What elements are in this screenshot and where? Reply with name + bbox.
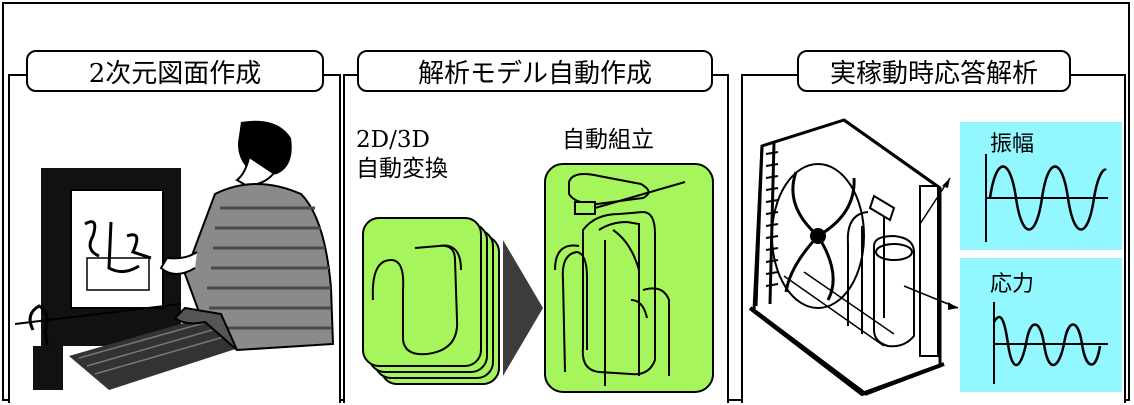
stress-label-text: 応力 <box>990 272 1035 297</box>
panel-title-text: 解析モデル自動作成 <box>417 58 652 89</box>
stress-waveform <box>992 302 1108 384</box>
stress-label: 応力 <box>990 266 1034 298</box>
panel-title-auto-model: 解析モデル自動作成 <box>357 50 713 92</box>
panel-title-2d-drawing: 2次元図面作成 <box>26 50 324 92</box>
designer-at-computer-illustration <box>14 120 335 390</box>
assembly-label: 自動組立 <box>562 126 654 155</box>
panel-title-response-analysis: 実稼動時応答解析 <box>797 50 1071 92</box>
amplitude-label-text: 振幅 <box>990 132 1035 157</box>
outdoor-unit-illustration <box>748 118 959 397</box>
conversion-label-text: 2D/3D 自動変換 <box>356 127 448 182</box>
stress-waveform-box <box>960 258 1122 392</box>
model-conversion-illustration <box>362 163 714 393</box>
amplitude-label: 振幅 <box>990 126 1034 158</box>
conversion-label: 2D/3D 自動変換 <box>356 126 448 184</box>
amplitude-waveform <box>985 154 1108 242</box>
assembly-label-text: 自動組立 <box>562 127 654 153</box>
panel-title-text: 実稼動時応答解析 <box>829 58 1038 89</box>
panel-title-text: 2次元図面作成 <box>88 58 262 89</box>
